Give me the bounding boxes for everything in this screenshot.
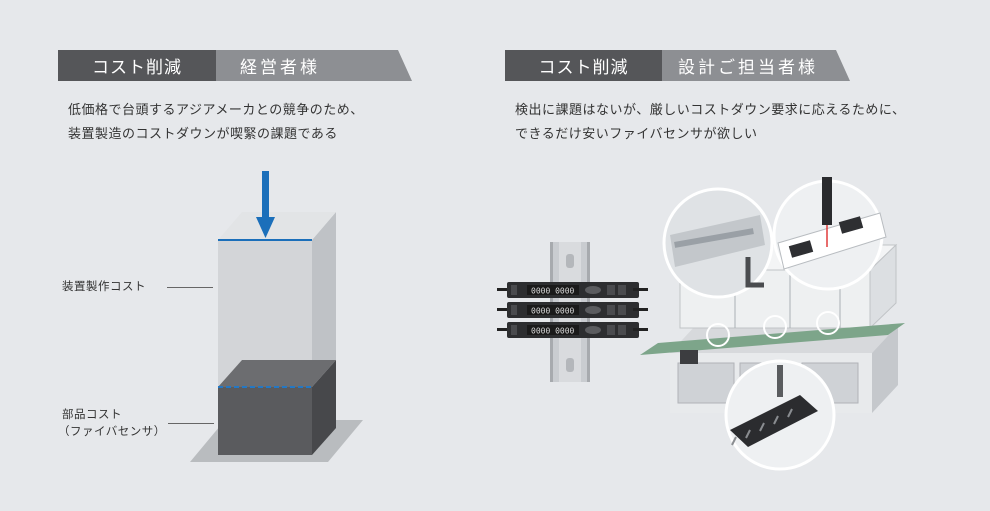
fiber-sensor-2: 0000 0000 [497, 302, 648, 318]
label-device-cost-leader [167, 287, 213, 288]
right-tag-secondary: 設計ご担当者様 [662, 50, 850, 81]
left-tag-secondary: 経営者様 [216, 50, 412, 81]
label-parts-cost-line-2: （ファイバセンサ） [58, 424, 166, 438]
right-description: 検出に課題はないが、厳しいコストダウン要求に応えるために、 できるだけ安いファイ… [515, 99, 905, 147]
zoom-circle-rail [662, 187, 774, 299]
sensor-3-display: 0000 0000 [531, 327, 575, 336]
left-description: 低価格で台頭するアジアメーカとの競争のため、 装置製造のコストダウンが喫緊の課題… [68, 99, 364, 147]
parts-cost-box-front [218, 387, 312, 455]
device-cost-box-side [312, 212, 336, 387]
label-parts-cost: 部品コスト （ファイバセンサ） [58, 406, 166, 440]
label-parts-cost-line-1: 部品コスト [62, 407, 122, 421]
zoom-circle-chip [724, 359, 836, 471]
sensor-2-display: 0000 0000 [531, 307, 575, 316]
device-cost-box-top [218, 212, 336, 240]
left-description-line-2: 装置製造のコストダウンが喫緊の課題である [68, 127, 338, 142]
right-description-line-1: 検出に課題はないが、厳しいコストダウン要求に応えるために、 [515, 103, 906, 118]
sensor-location-1 [706, 323, 730, 347]
label-parts-cost-leader [168, 423, 214, 424]
fiber-sensor-1: 0000 0000 [497, 282, 648, 298]
fiber-sensor-3: 0000 0000 [497, 322, 648, 338]
cost-block-diagram [190, 171, 363, 462]
left-description-line-1: 低価格で台頭するアジアメーカとの競争のため、 [68, 103, 364, 118]
sensor-location-3 [816, 311, 840, 335]
left-tag-primary: コスト削減 [58, 50, 216, 81]
sensor-1-display: 0000 0000 [531, 287, 575, 296]
parts-cost-box-side [312, 360, 336, 455]
machine-illustration [640, 177, 905, 471]
right-tag-bar: コスト削減 設計ご担当者様 [505, 50, 850, 81]
device-cost-box-front [218, 240, 312, 387]
din-rail-sensors: 0000 0000 0000 0000 0000 0000 [497, 242, 648, 382]
parts-cost-box-top [218, 360, 336, 387]
sensor-location-2 [763, 315, 787, 339]
right-tag-primary: コスト削減 [505, 50, 662, 81]
zoom-circle-tape [772, 177, 887, 291]
right-description-line-2: できるだけ安いファイバセンサが欲しい [515, 127, 758, 142]
down-arrow-icon [256, 171, 275, 238]
label-device-cost: 装置製作コスト [62, 279, 146, 293]
left-tag-bar: コスト削減 経営者様 [58, 50, 412, 81]
